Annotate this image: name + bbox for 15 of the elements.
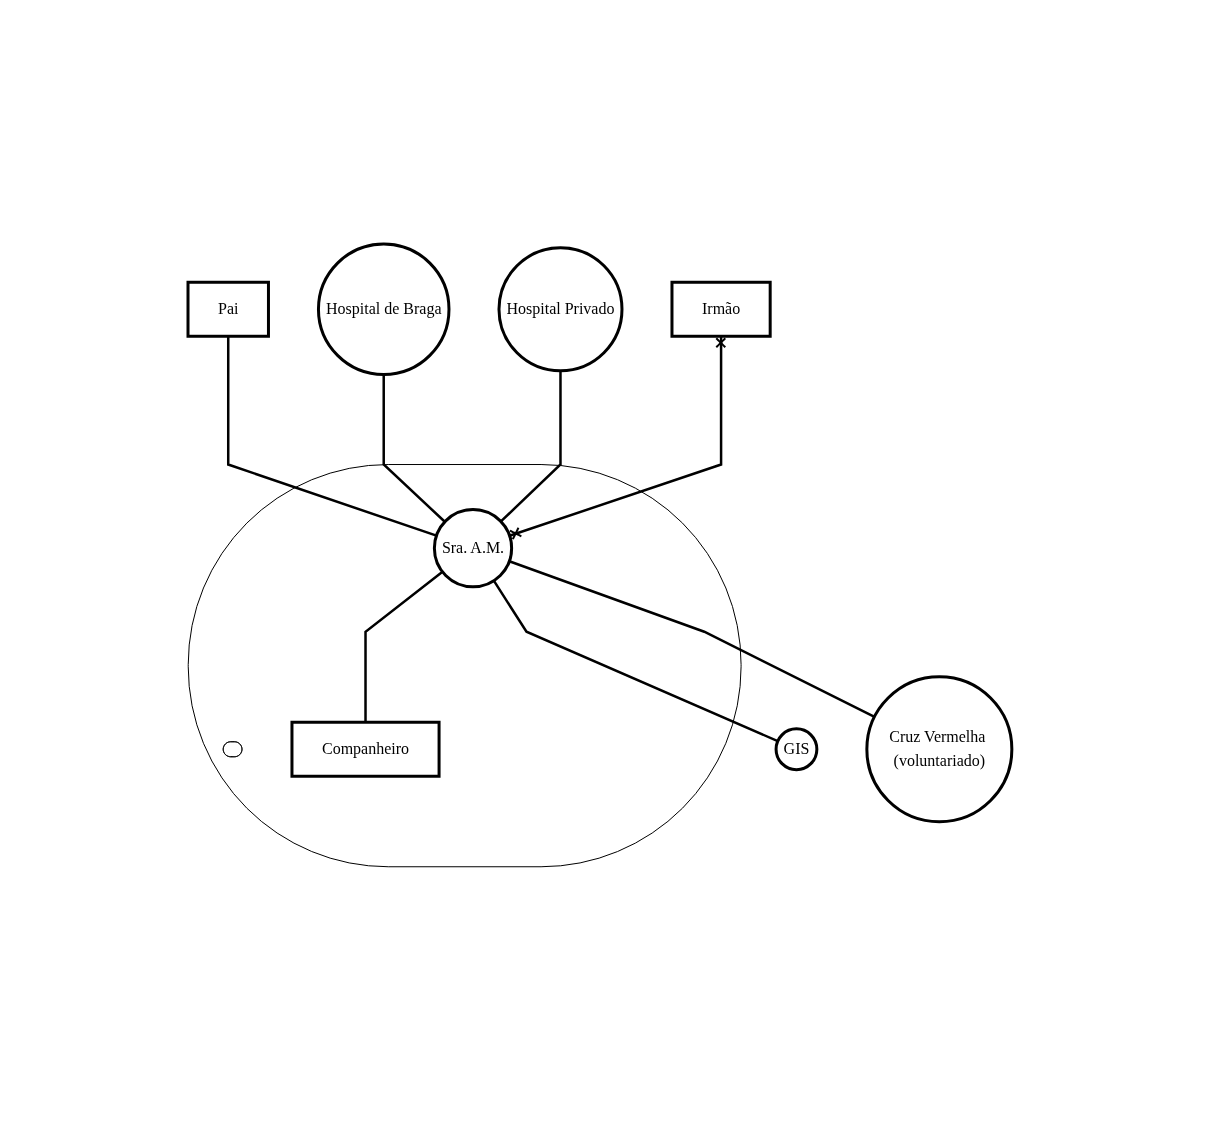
node-box: Irmão bbox=[670, 280, 772, 338]
connector bbox=[227, 335, 437, 537]
node-box: Pai bbox=[186, 280, 270, 338]
connector bbox=[364, 570, 444, 722]
connector bbox=[492, 579, 779, 742]
connector bbox=[500, 370, 562, 522]
node-circle: Cruz Vermelha (voluntariado) bbox=[865, 674, 1014, 823]
node-circle: Hospital de Braga bbox=[317, 242, 451, 376]
node-box: Companheiro bbox=[290, 720, 441, 778]
connector bbox=[508, 559, 876, 718]
node-circle: Sra. A.M. bbox=[432, 507, 514, 588]
connector bbox=[509, 335, 727, 540]
node-circle: Hospital Privado bbox=[497, 245, 624, 372]
node-circle: GIS bbox=[774, 727, 819, 771]
connector bbox=[382, 374, 446, 523]
